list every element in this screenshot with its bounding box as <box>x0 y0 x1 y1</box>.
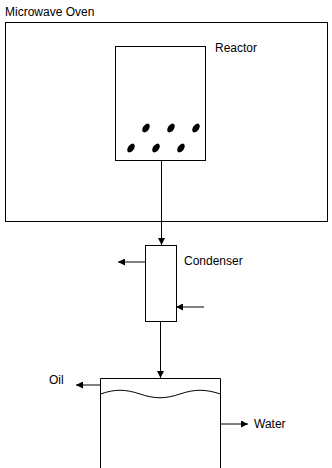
node-label: Reactor <box>215 41 257 55</box>
oven-housing: Microwave OvenReactor <box>5 22 328 222</box>
oil-water-interface <box>101 390 221 398</box>
node-label: Condenser <box>184 254 243 268</box>
node-label: Microwave Oven <box>5 5 94 19</box>
coolant-in-arrow <box>176 307 204 308</box>
reactor-box: Reactor <box>115 46 206 161</box>
water-outlet-arrow <box>221 424 248 425</box>
condensate-line <box>160 322 161 378</box>
condenser-box: Condenser <box>145 245 177 322</box>
oil-outlet-arrow <box>76 385 100 386</box>
coolant-out-arrow <box>118 262 145 263</box>
collection-tank <box>101 379 221 468</box>
flow-arrow <box>161 161 162 245</box>
water-outlet-label: Water <box>253 417 287 431</box>
oil-outlet-label: Oil <box>48 373 65 387</box>
biomass-leaves <box>126 122 202 154</box>
